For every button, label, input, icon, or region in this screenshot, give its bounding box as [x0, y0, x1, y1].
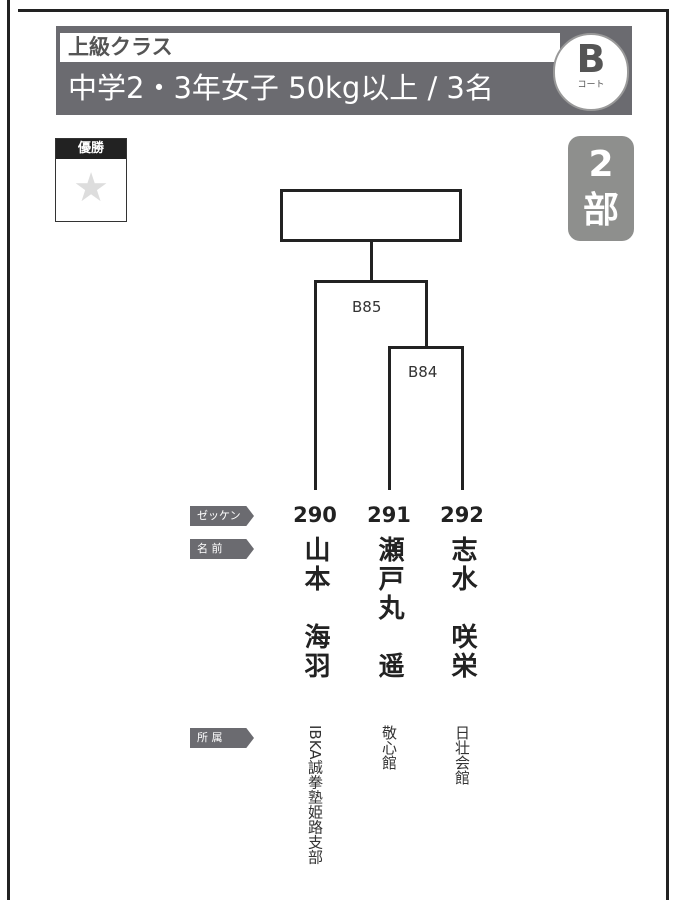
- competitor-name: 山本 海羽: [300, 536, 330, 681]
- competitor-affiliation: 敬心館: [380, 725, 398, 770]
- bib-row-label: ゼッケン: [190, 506, 254, 526]
- bracket-line: [388, 346, 391, 490]
- bracket-line: [461, 346, 464, 490]
- part-badge: 2部: [568, 136, 634, 241]
- champion-box: [280, 189, 462, 242]
- competitor-affiliation: IBKA誠拳塾姫路支部: [306, 725, 324, 865]
- court-label: コート: [577, 80, 605, 90]
- match-label: B84: [408, 363, 438, 381]
- winner-box: 優勝 ★: [55, 138, 127, 222]
- bib-number: 290: [293, 503, 337, 527]
- bracket-line: [388, 346, 464, 349]
- bib-number: 291: [367, 503, 411, 527]
- competitor-affiliation: 日壮会館: [453, 725, 471, 785]
- winner-label: 優勝: [56, 139, 126, 159]
- class-label-bar: [60, 33, 560, 62]
- competitor-name: 志水 咲栄: [447, 536, 477, 681]
- bib-number: 292: [440, 503, 484, 527]
- bracket-line: [370, 241, 373, 282]
- court-letter: B: [576, 37, 606, 81]
- match-label: B85: [352, 298, 382, 316]
- frame-border-right: [666, 9, 669, 900]
- bracket-line: [425, 280, 428, 348]
- competitor-name: 瀬戸丸 遥: [374, 536, 404, 681]
- name-row-label: 名 前: [190, 539, 254, 559]
- frame-border-left: [7, 0, 10, 900]
- star-icon: ★: [73, 165, 109, 211]
- frame-border-top: [18, 9, 668, 12]
- part-label: 2部: [582, 144, 619, 231]
- class-label: 上級クラス: [68, 35, 173, 59]
- court-badge: B コート: [553, 33, 629, 111]
- bracket-line: [314, 280, 428, 283]
- affiliation-row-label: 所 属: [190, 728, 254, 748]
- category-title: 中学2・3年女子 50kg以上 / 3名: [68, 71, 494, 105]
- bracket-line: [314, 280, 317, 490]
